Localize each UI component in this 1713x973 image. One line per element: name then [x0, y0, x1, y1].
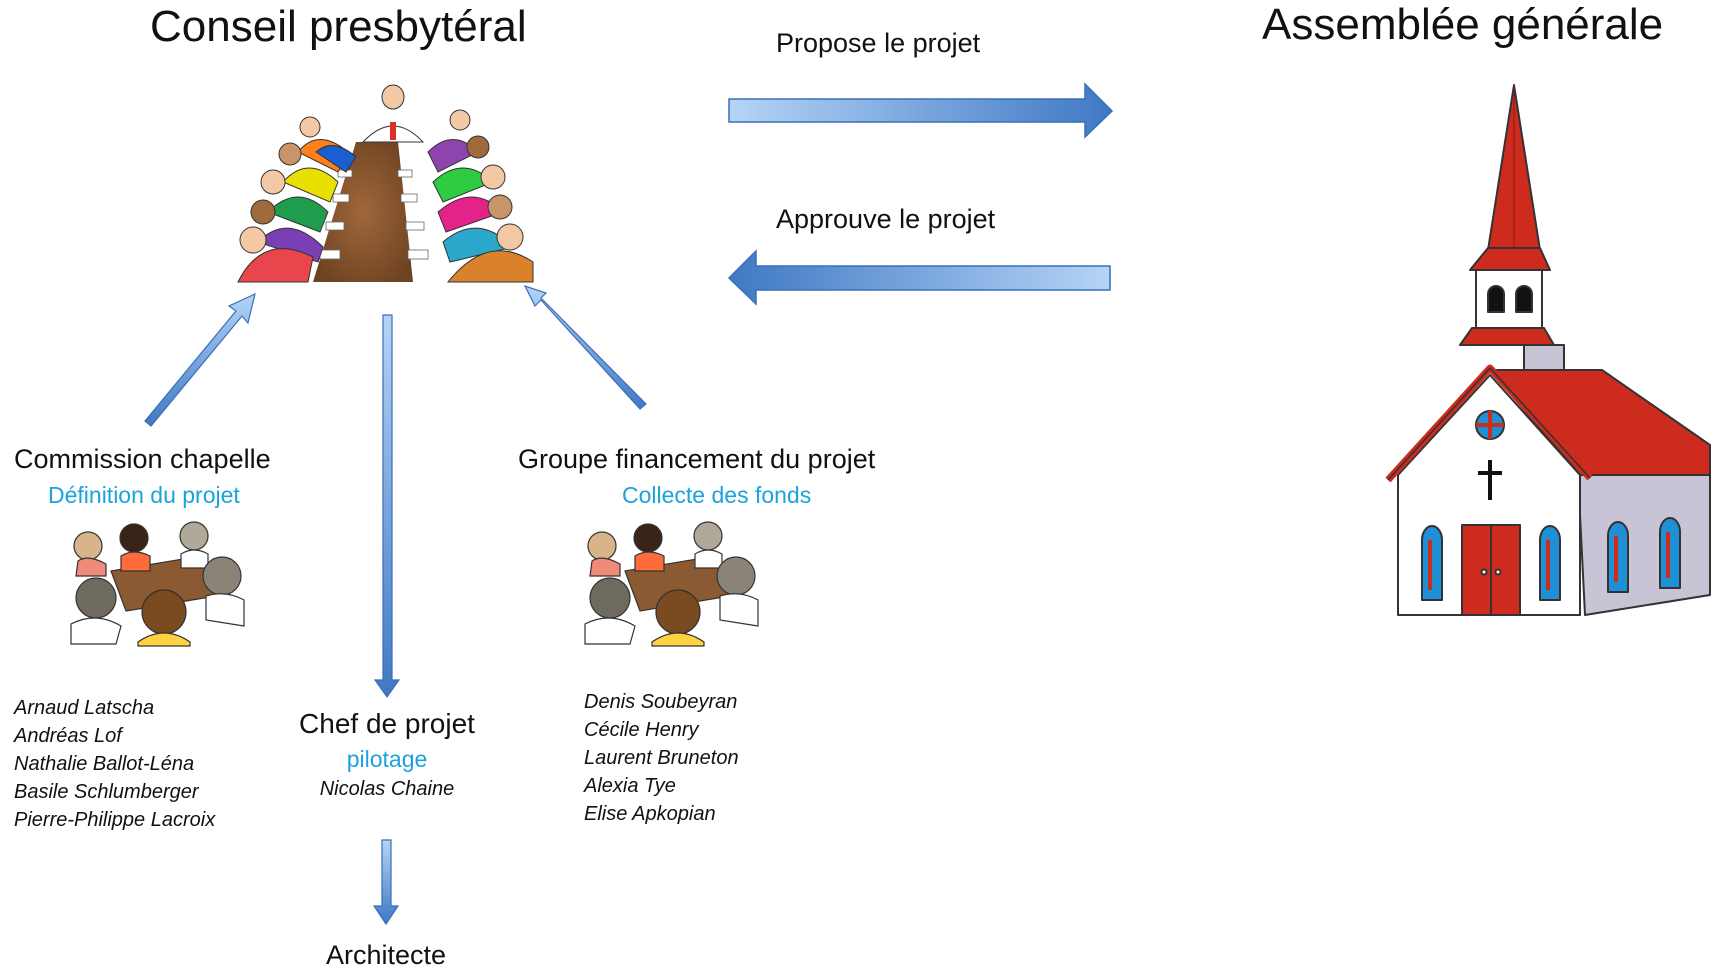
chef-subtitle: pilotage — [346, 746, 428, 772]
financement-subtitle: Collecte des fonds — [622, 482, 812, 508]
chef-title: Chef de projet — [299, 708, 475, 739]
commission-subtitle: Définition du projet — [48, 482, 240, 508]
council-meeting-illustration — [237, 84, 534, 283]
financement-member: Cécile Henry — [584, 719, 699, 741]
commission-member: Nathalie Ballot-Léna — [14, 753, 195, 775]
propose-label: Propose le projet — [776, 28, 981, 58]
financement-member: Alexia Tye — [584, 775, 676, 797]
commission-members: Arnaud Latscha Andréas Lof Nathalie Ball… — [14, 694, 215, 834]
church-illustration — [1385, 84, 1711, 616]
commission-meeting-icon — [70, 521, 245, 647]
approuve-label: Approuve le projet — [776, 204, 996, 234]
financement-member: Laurent Bruneton — [584, 747, 739, 769]
financement-member: Denis Soubeyran — [584, 691, 738, 713]
financement-member: Elise Apkopian — [584, 803, 716, 825]
assemblee-title: Assemblée générale — [1262, 0, 1664, 49]
financement-members: Denis Soubeyran Cécile Henry Laurent Bru… — [584, 688, 739, 828]
commission-member: Andréas Lof — [14, 725, 122, 747]
chef-block: Chef de projet pilotage Nicolas Chaine — [266, 708, 508, 803]
commission-member: Pierre-Philippe Lacroix — [14, 809, 216, 831]
commission-member: Arnaud Latscha — [14, 697, 155, 719]
commission-title: Commission chapelle — [14, 444, 271, 474]
conseil-title: Conseil presbytéral — [150, 2, 527, 51]
architecte-title: Architecte — [325, 940, 447, 970]
chef-name: Nicolas Chaine — [319, 778, 455, 800]
commission-member: Basile Schlumberger — [14, 781, 199, 803]
financement-title: Groupe financement du projet — [518, 444, 876, 474]
financement-meeting-icon — [584, 521, 759, 647]
